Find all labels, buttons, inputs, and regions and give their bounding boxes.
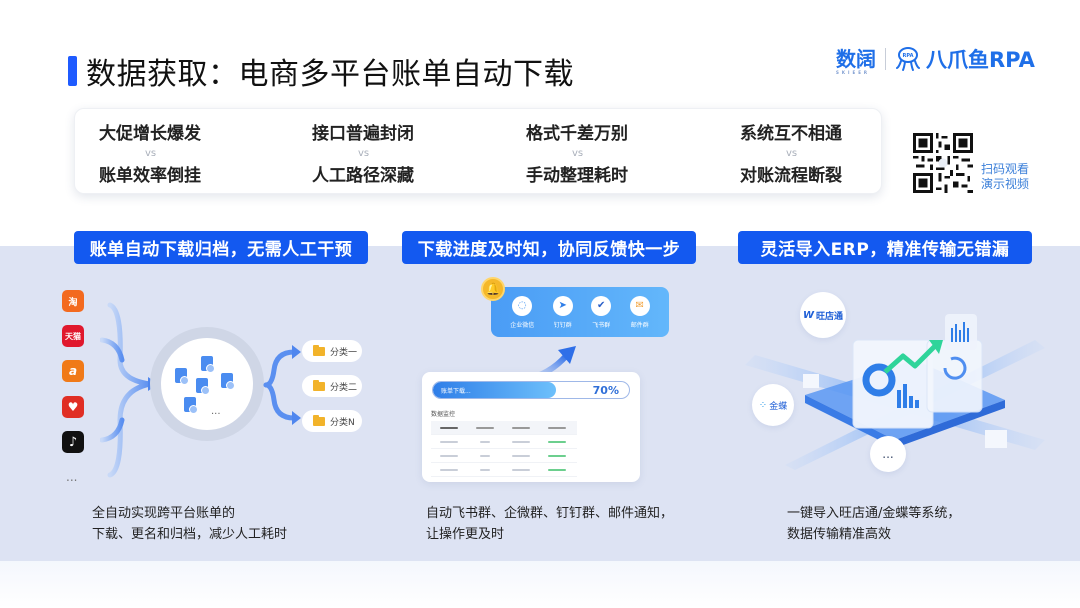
progress-label: 账单下载... [433,382,557,398]
erp-badge-kingdee: ⁘ 金蝶 [752,384,794,426]
logo-divider [885,48,886,70]
channel-label: 邮件群 [630,321,649,329]
category-label: 分类N [330,417,355,428]
document-icon [196,378,210,395]
category-label: 分类二 [330,382,358,393]
logo-bazhuayu-text: 八爪鱼RPA [926,48,1035,72]
folder-icon [313,379,325,391]
channel-label: 企业微信 [510,321,535,329]
category-label: 分类一 [330,347,358,358]
progress-percent: 70% [592,384,619,397]
section-2-description: 自动飞书群、企微群、钉钉群、邮件通知， 让操作更及时 [426,503,673,545]
title-accent-bar [68,56,77,86]
desc-line: 一键导入旺店通/金蝶等系统， [787,506,961,521]
monitor-label: 数据监控 [431,411,456,418]
page-title: 数据获取：电商多平台账单自动下载 [68,49,574,93]
category-pill-3: 分类N [302,410,362,432]
erp-label: 旺店通 [816,311,844,322]
title-text: 数据获取：电商多平台账单自动下载 [86,57,574,92]
desc-line: 全自动实现跨平台账单的 [92,506,236,521]
hub-more: ... [211,406,221,417]
logo-shukuo: 数阔 SKIEER [836,47,876,75]
wecom-icon: ◌ [512,295,533,316]
pain-point-4: 系统互不相通 vs 对账流程断裂 [740,119,910,186]
pain-point-bottom: 人工路径深藏 [312,166,414,186]
wangdiantong-logo-icon: W [802,309,814,321]
pain-points-card: 大促增长爆发 vs 账单效率倒挂 接口普遍封闭 vs 人工路径深藏 格式千差万别… [74,108,882,194]
qr-code-icon[interactable] [913,133,973,193]
channel-label: 飞书群 [592,321,611,329]
channel-label: 钉钉群 [553,321,572,329]
section-tag-erp-import: 灵活导入ERP，精准传输无错漏 [738,231,1032,264]
pain-point-top: 接口普遍封闭 [312,124,414,144]
kingdee-logo-icon: ⁘ [758,399,768,411]
channel-wecom: ◌ 企业微信 [510,295,535,329]
table-header-row [431,421,577,435]
svg-text:RPA: RPA [903,53,914,59]
download-progress-bar: 账单下载... 70% [432,381,630,399]
section-1-description: 全自动实现跨平台账单的 下载、更名和归档，减少人工耗时 [92,503,287,545]
pain-point-1: 大促增长爆发 vs 账单效率倒挂 [99,119,269,186]
monitor-table [431,421,577,477]
category-pill-1: 分类一 [302,340,362,362]
section-3-description: 一键导入旺店通/金蝶等系统， 数据传输精准高效 [787,503,960,545]
alibaba-icon: a [62,360,84,382]
vs-label: vs [145,148,157,159]
notification-channels-panel: ◌ 企业微信 ➤ 钉钉群 ✔ 飞书群 ✉ 邮件群 [491,287,669,337]
qr-caption-line1[interactable]: 扫码观看 [981,162,1030,176]
band-fade [0,561,1080,608]
table-row [431,463,577,477]
pain-point-bottom: 手动整理耗时 [526,166,628,186]
logo-shukuo-text: 数阔 [836,47,876,71]
erp-label: 金蝶 [769,401,788,412]
channel-dingtalk: ➤ 钉钉群 [552,295,573,329]
pain-point-2: 接口普遍封闭 vs 人工路径深藏 [312,119,482,186]
erp-badge-wangdiantong: W 旺店通 [800,292,846,338]
channel-email: ✉ 邮件群 [629,295,650,329]
qr-caption-line2[interactable]: 演示视频 [981,177,1030,191]
platforms-more: ... [66,470,78,484]
pain-point-top: 格式千差万别 [526,124,628,144]
document-icon [184,397,198,414]
folder-icon [313,344,325,356]
pain-point-top: 大促增长爆发 [99,124,201,144]
desc-line: 数据传输精准高效 [787,527,892,542]
pain-point-bottom: 对账流程断裂 [740,166,842,186]
douyin-icon: ♪ [62,431,84,453]
feishu-icon: ✔ [591,295,612,316]
octopus-logo-icon: RPA [896,47,920,71]
erp-integration-illustration [745,314,1045,470]
pinduoduo-icon: ♥ [62,396,84,418]
vs-label: vs [358,148,370,159]
desc-line: 自动飞书群、企微群、钉钉群、邮件通知， [426,506,674,521]
erp-badge-more: ... [870,436,906,472]
category-pill-2: 分类二 [302,375,362,397]
vs-label: vs [572,148,584,159]
dingtalk-icon: ➤ [552,295,573,316]
channel-feishu: ✔ 飞书群 [591,295,612,329]
logo-shukuo-subtext: SKIEER [836,70,871,75]
pain-point-3: 格式千差万别 vs 手动整理耗时 [526,119,696,186]
document-icon [175,368,189,385]
bell-icon: 🔔 [481,277,505,301]
table-row [431,449,577,463]
vs-label: vs [786,148,798,159]
qr-caption[interactable]: 扫码观看 演示视频 [981,162,1029,192]
brand-logos: 数阔 SKIEER RPA 八爪鱼RPA [836,44,1035,75]
pain-point-bottom: 账单效率倒挂 [99,166,201,186]
folder-icon [313,414,325,426]
section-tag-auto-download: 账单自动下载归档，无需人工干预 [74,231,368,264]
desc-line: 让操作更及时 [426,527,505,542]
document-icon [201,356,215,373]
document-icon [221,373,235,390]
pain-point-top: 系统互不相通 [740,124,842,144]
email-icon: ✉ [629,295,650,316]
taobao-icon: 淘 [62,290,84,312]
desc-line: 下载、更名和归档，减少人工耗时 [92,527,288,542]
table-row [431,435,577,449]
section-tag-progress-notify: 下载进度及时知，协同反馈快一步 [402,231,696,264]
split-arrows-icon [263,345,301,425]
download-monitor-card: 账单下载... 70% 数据监控 [422,372,640,482]
tmall-icon: 天猫 [62,325,84,347]
